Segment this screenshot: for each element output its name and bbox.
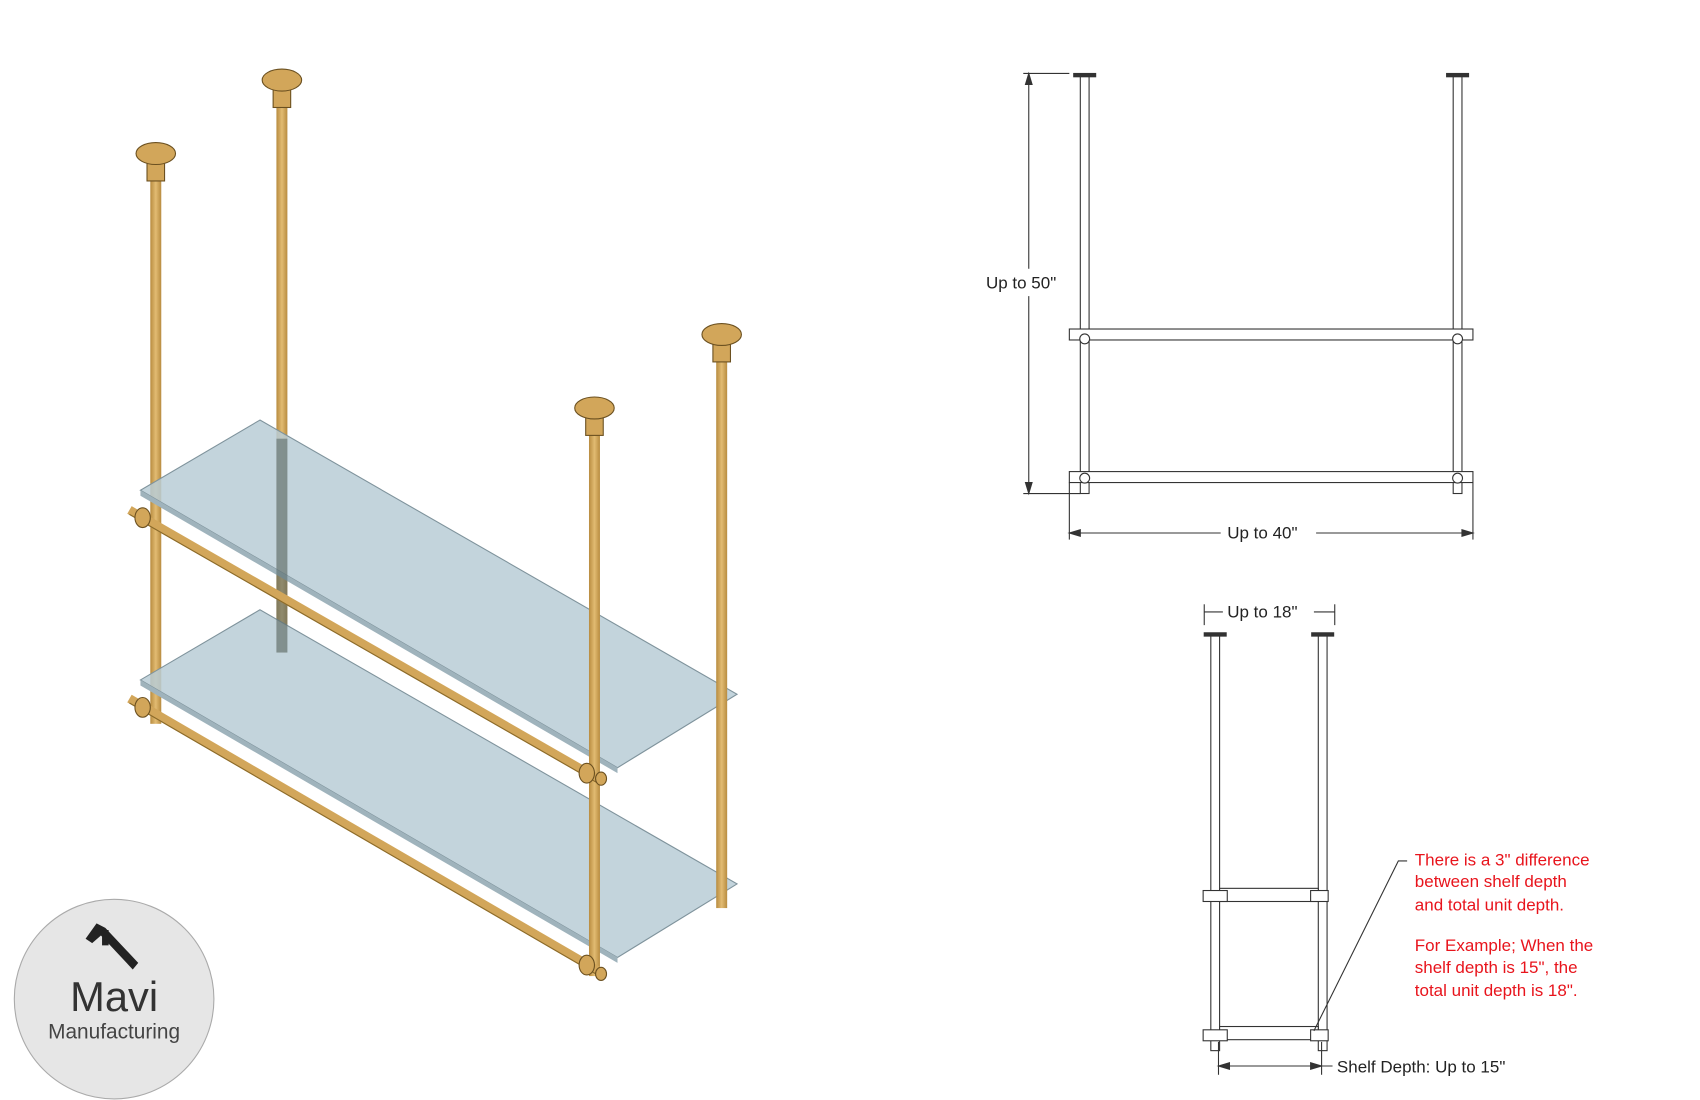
connector bbox=[1310, 889, 1329, 903]
height-label: Up to 50" bbox=[986, 273, 1056, 292]
post bbox=[1452, 76, 1463, 495]
connector bbox=[578, 762, 596, 784]
note-line: There is a 3" difference bbox=[1415, 850, 1590, 869]
upper-shelf bbox=[1068, 328, 1474, 341]
connector bbox=[1452, 333, 1464, 345]
lower-shelf bbox=[1068, 471, 1474, 484]
logo: Mavi Manufacturing bbox=[13, 898, 215, 1100]
rail bbox=[127, 694, 600, 975]
logo-subtitle: Manufacturing bbox=[48, 1021, 180, 1044]
caliper-icon bbox=[85, 923, 139, 970]
note-example-line: total unit depth is 18". bbox=[1415, 981, 1578, 1000]
depth-label: Up to 18" bbox=[1227, 602, 1297, 621]
connector bbox=[134, 696, 151, 718]
logo-name: Mavi bbox=[70, 973, 158, 1020]
note-example-line: For Example; When the bbox=[1415, 936, 1593, 955]
connector bbox=[578, 954, 596, 976]
connector bbox=[1202, 889, 1228, 903]
lower-glass-edge bbox=[140, 679, 618, 963]
connector bbox=[1452, 472, 1464, 484]
depth-note: There is a 3" difference between shelf d… bbox=[1415, 850, 1593, 1000]
post bbox=[1317, 635, 1328, 1052]
post bbox=[150, 166, 162, 724]
connector bbox=[1079, 472, 1091, 484]
post bbox=[716, 348, 728, 909]
rail bbox=[129, 513, 599, 784]
post-shadow bbox=[276, 438, 288, 653]
connector bbox=[1202, 1029, 1228, 1042]
rail bbox=[127, 506, 600, 783]
post bbox=[1210, 635, 1221, 1052]
note-example-line: shelf depth is 15", the bbox=[1415, 958, 1578, 977]
width-label: Up to 40" bbox=[1227, 523, 1297, 542]
connector bbox=[595, 966, 608, 982]
ceiling-flange bbox=[135, 142, 177, 166]
connector bbox=[134, 507, 151, 529]
upper-glass-edge bbox=[140, 490, 618, 774]
note-line: and total unit depth. bbox=[1415, 895, 1564, 914]
upper-shelf bbox=[1219, 887, 1319, 903]
lower-shelf bbox=[1219, 1025, 1319, 1041]
note-line: between shelf depth bbox=[1415, 872, 1567, 891]
post bbox=[588, 422, 600, 977]
rail bbox=[129, 702, 599, 976]
connector bbox=[1310, 1029, 1329, 1042]
ceiling-flange bbox=[701, 322, 742, 347]
connector bbox=[595, 771, 608, 786]
note-leader-line bbox=[1313, 860, 1408, 1032]
front-view bbox=[1023, 71, 1475, 540]
shelf-depth-label: Shelf Depth: Up to 15" bbox=[1337, 1058, 1505, 1077]
connector bbox=[1079, 333, 1091, 345]
side-view bbox=[1202, 604, 1408, 1075]
isometric-view bbox=[127, 68, 742, 982]
post bbox=[276, 93, 288, 653]
ceiling-flange bbox=[574, 396, 615, 420]
post bbox=[1079, 76, 1090, 495]
ceiling-flange bbox=[261, 68, 303, 92]
